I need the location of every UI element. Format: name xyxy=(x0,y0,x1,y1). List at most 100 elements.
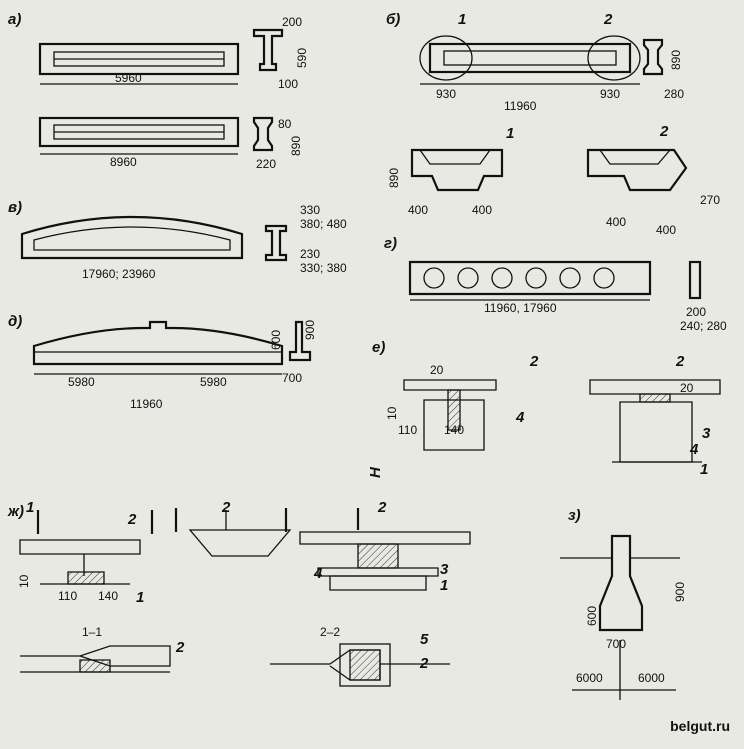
callout-zh-1c: 1 xyxy=(440,577,448,594)
dim-z-6000b: 6000 xyxy=(638,671,665,685)
dim-a1-h: 590 xyxy=(295,48,309,68)
dim-e-H: H xyxy=(367,466,384,478)
dim-zh-110: 110 xyxy=(58,589,77,603)
dim-g-length: 11960, 17960 xyxy=(484,301,557,315)
dim-g-w2: 240; 280 xyxy=(680,319,727,333)
callout-b-1: 1 xyxy=(458,11,466,28)
section-d xyxy=(288,320,312,362)
callout-e-4b: 4 xyxy=(689,441,699,458)
beam-b xyxy=(419,35,641,81)
dim-g-w: 200 xyxy=(686,305,706,319)
section-b xyxy=(642,38,664,76)
dim-e-10: 10 xyxy=(385,406,399,420)
dim-d-h1: 600 xyxy=(269,330,283,350)
dim-z-600: 600 xyxy=(585,606,599,626)
section-1-1 xyxy=(20,645,171,673)
callout-b-sup-1: 1 xyxy=(506,125,514,142)
callout-zh-3: 3 xyxy=(440,561,449,578)
callout-b-2: 2 xyxy=(603,11,613,28)
dim-b-sup-w2: 400 xyxy=(472,203,492,217)
joint-zh-right xyxy=(299,508,471,591)
dim-zh-140: 140 xyxy=(98,589,118,603)
dim-v-top: 330 xyxy=(300,203,320,217)
dim-v-bot2: 330; 380 xyxy=(300,261,347,275)
callout-e-1: 1 xyxy=(700,461,708,478)
section-2-2 xyxy=(270,643,450,687)
section-a1 xyxy=(252,28,284,72)
label-b: б) xyxy=(386,11,400,28)
dim-b-b: 280 xyxy=(664,87,684,101)
callout-zh-4: 4 xyxy=(313,565,323,582)
dim-d-b: 700 xyxy=(282,371,302,385)
dim-z-6000a: 6000 xyxy=(576,671,603,685)
beam-v xyxy=(20,215,244,260)
dim-z-700: 700 xyxy=(606,637,626,651)
joint-zh-middle xyxy=(174,508,292,557)
dim-b-sup-w4: 400 xyxy=(656,223,676,237)
column-z xyxy=(560,534,680,700)
section-v xyxy=(264,224,288,262)
dim-a1-w: 200 xyxy=(282,15,302,29)
dim-a1-length: 5960 xyxy=(115,71,142,85)
callout-e-2a: 2 xyxy=(529,353,539,370)
beam-d xyxy=(32,320,284,366)
dim-d-total: 11960 xyxy=(130,397,163,411)
label-v: в) xyxy=(8,199,22,216)
dim-a2-length: 8960 xyxy=(110,155,137,169)
dim-b-total: 11960 xyxy=(504,99,537,113)
callout-zh-2a: 2 xyxy=(127,511,137,528)
dim-b-sup-h: 890 xyxy=(387,168,401,188)
dim-b-left: 930 xyxy=(436,87,456,101)
section-mark-1-1: 1–1 xyxy=(82,625,102,639)
section-g xyxy=(688,260,702,300)
dim-v-length: 17960; 23960 xyxy=(82,267,156,281)
label-z: з) xyxy=(568,507,581,524)
callout-s11-2: 2 xyxy=(175,639,185,656)
joint-detail-e-left xyxy=(403,379,497,451)
label-e: е) xyxy=(372,339,385,356)
dim-z-900: 900 xyxy=(673,582,687,602)
joint-detail-e-right xyxy=(589,379,721,463)
dim-e-140: 140 xyxy=(444,423,464,437)
callout-zh-2c: 2 xyxy=(377,499,387,516)
beam-a2 xyxy=(38,116,240,148)
label-d: д) xyxy=(8,313,22,330)
dim-a2-b: 220 xyxy=(256,157,276,171)
dim-e-110: 110 xyxy=(398,423,417,437)
section-mark-2-2: 2–2 xyxy=(320,625,340,639)
dim-e-20a: 20 xyxy=(430,363,444,377)
callout-zh-2b: 2 xyxy=(221,499,231,516)
joint-zh-left xyxy=(19,510,154,585)
beam-a1 xyxy=(38,42,240,76)
dim-v-top2: 380; 480 xyxy=(300,217,347,231)
beam-g xyxy=(408,260,652,296)
label-g: г) xyxy=(384,235,397,252)
dim-a2-w: 80 xyxy=(278,117,292,131)
dim-e-20b: 20 xyxy=(680,381,694,395)
callout-zh-1a: 1 xyxy=(26,499,34,516)
dim-d-left: 5980 xyxy=(68,375,95,389)
support-detail-1 xyxy=(410,148,504,192)
dim-b-sup-w1: 400 xyxy=(408,203,428,217)
support-detail-2 xyxy=(586,148,688,192)
callout-e-4: 4 xyxy=(515,409,525,426)
dim-b-h: 890 xyxy=(669,50,683,70)
dim-a2-h: 890 xyxy=(289,136,303,156)
callout-s22-2: 2 xyxy=(419,655,429,672)
callout-e-2b: 2 xyxy=(675,353,685,370)
dim-b-sup-w5: 270 xyxy=(700,193,720,207)
dim-d-h2: 900 xyxy=(303,320,317,340)
callout-b-sup-2: 2 xyxy=(659,123,669,140)
label-zh: ж) xyxy=(7,503,24,520)
dim-d-right: 5980 xyxy=(200,375,227,389)
section-a2 xyxy=(252,116,274,152)
dim-zh-10: 10 xyxy=(17,574,31,588)
dim-b-sup-w3: 400 xyxy=(606,215,626,229)
watermark: belgut.ru xyxy=(670,718,730,734)
dim-v-bot: 230 xyxy=(300,247,320,261)
dim-a1-b: 100 xyxy=(278,77,298,91)
callout-s22-5: 5 xyxy=(420,631,429,648)
dim-b-right: 930 xyxy=(600,87,620,101)
